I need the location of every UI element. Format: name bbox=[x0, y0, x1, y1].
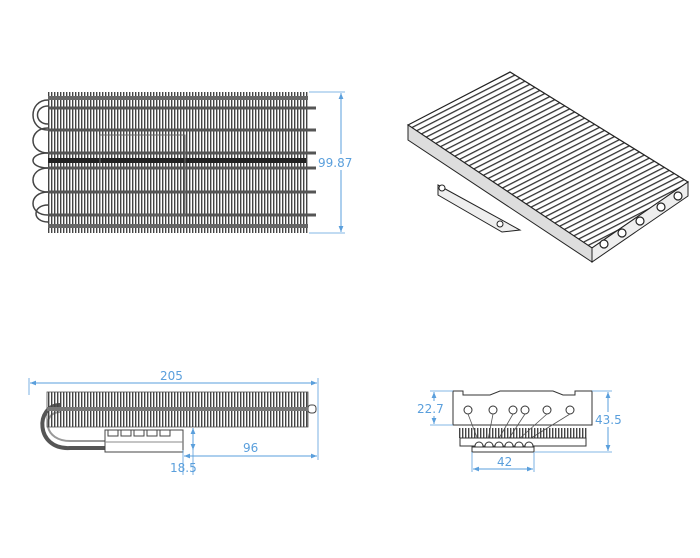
offset-dimension-label: 96 bbox=[243, 441, 258, 455]
height-dimension-label: 99.87 bbox=[318, 156, 352, 170]
isometric-view bbox=[406, 71, 690, 263]
length-dimension-label: 205 bbox=[160, 369, 183, 383]
heat-pipe-bends bbox=[32, 99, 49, 223]
pipe-ends bbox=[599, 191, 683, 249]
total-height-dimension-label: 43.5 bbox=[595, 413, 622, 427]
front-view: 22.7 43.5 42 bbox=[416, 390, 622, 472]
top-view: 99.87 bbox=[32, 91, 357, 234]
base-width-dimension-label: 42 bbox=[497, 455, 512, 469]
side-view: 205 96 18.5 bbox=[28, 369, 319, 475]
fin-height-dimension-label: 22.7 bbox=[417, 402, 444, 416]
block-dimension-label: 18.5 bbox=[170, 461, 197, 475]
